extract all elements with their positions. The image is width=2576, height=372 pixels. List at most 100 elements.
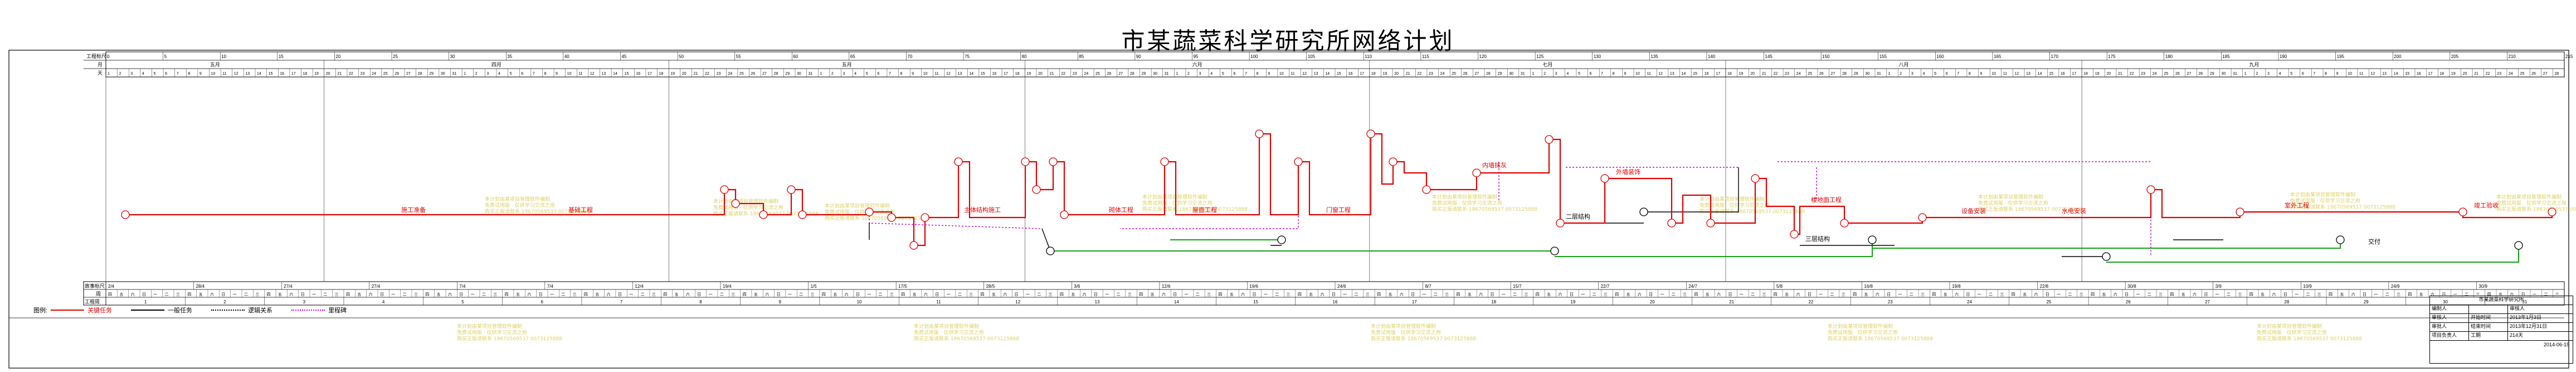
day-number: 27 [406,72,411,76]
week-day-char: 日 [221,292,225,297]
week-day-char: 四 [981,292,985,297]
week-day-char: 二 [1830,293,1834,297]
event-node [887,213,896,222]
legend-critical-label: 关键任务 [87,307,113,314]
week-day-char: 五 [1706,292,1710,297]
info-val1-4: 工期 [2469,332,2508,340]
week-day-char: 日 [2046,292,2049,297]
week-day-char: 日 [459,292,463,297]
legend-normal-swatch [131,310,165,311]
day-number: 26 [751,72,756,76]
day-number: 9 [1624,72,1626,76]
week-day-char: 五 [913,292,917,297]
event-node [798,210,807,219]
day-number: 24 [728,72,732,76]
week-day-char: 四 [2329,292,2332,297]
week-day-char: 三 [969,292,973,297]
day-number: 17 [2072,72,2076,76]
task-label-2: 基础工程 [568,206,593,214]
day-number: 19 [314,72,319,76]
bottom-date: 19/8 [1952,284,1961,289]
week-day-char: 五 [1626,292,1630,297]
day-number: 9 [1268,72,1270,76]
week-day-char: 二 [641,293,645,297]
bottom-date: 22/8 [2040,284,2049,289]
task-label-9: 楼地面工程 [1811,196,1842,204]
day-number: 14 [613,72,617,76]
week-day-char: 三 [890,292,894,297]
event-node [720,185,729,194]
week-day-char: 六 [1955,292,1959,297]
month-label: 五月 [210,62,220,67]
day-number: 24 [2509,72,2513,76]
week-day-char: 一 [2136,293,2140,297]
event-node [1049,157,1058,166]
day-number: 7 [177,72,179,76]
day-number: 16 [2061,72,2065,76]
week-day-char: 三 [2238,292,2242,297]
day-number: 12 [590,72,595,76]
week-day-char: 五 [119,292,123,297]
legend-label: 图例: [33,307,48,314]
day-number: 21 [2118,72,2122,76]
watermark-line: 免费试用版 · 仅供学习交流之用 [1978,200,2048,206]
watermark-line: 购买正版请联系 18670569537 0073125888 [485,208,590,215]
week-day-char: 日 [935,292,939,297]
day-number: 13 [602,72,606,76]
event-node [2548,207,2556,216]
week-day-char: 日 [2363,292,2366,297]
event-node [1021,157,1030,166]
week-number: 23 [1888,299,1893,305]
week-day-char: 一 [391,293,395,297]
logic-path-2 [1120,192,1299,229]
watermark-line: 购买正版请联系 18670569537 0073125888 [457,335,562,342]
week-day-char: 四 [1219,292,1223,297]
scale-tick-label: 170 [2051,54,2059,59]
week-day-char: 二 [482,293,486,297]
day-number: 28 [774,72,778,76]
watermark-line: 本计划由某项目管理软件编制 [2257,323,2322,330]
week-day-char: 四 [743,292,747,297]
week-day-char: 五 [1468,292,1472,297]
watermark-line: 本计划由某项目管理软件编制 [1978,194,2043,200]
task-label-5: 屋面工程 [1192,206,1217,214]
day-number: 18 [2083,72,2088,76]
day-number: 23 [1785,72,1789,76]
week-day-char: 四 [1298,292,1302,297]
critical-path [125,133,2553,247]
week-day-char: 五 [437,292,441,297]
day-number: 11 [222,72,226,76]
bottom-date: 19/4 [723,284,732,289]
scale-tick-label: 195 [2337,54,2345,59]
week-day-char: 二 [2227,293,2231,297]
week-day-char: 日 [1253,292,1257,297]
day-number: 13 [2026,72,2030,76]
week-day-char: 一 [2215,293,2219,297]
day-number: 28 [1130,72,1134,76]
week-number: 18 [1491,299,1496,305]
scale-tick-label: 205 [2451,54,2459,59]
day-number: 2 [475,72,478,76]
week-day-char: 一 [1502,293,1506,297]
day-number: 9 [199,72,202,76]
week-day-char: 四 [2012,292,2015,297]
day-number: 24 [372,72,376,76]
day-number: 24 [1084,72,1088,76]
task-label-7: 内墙抹灰 [1482,161,1507,169]
event-node [2146,185,2155,194]
week-day-char: 二 [561,293,565,297]
week-day-char: 二 [403,293,407,297]
day-number: 6 [1233,72,1235,76]
day-number: 5 [2290,72,2292,76]
day-number: 1 [108,72,110,76]
scale-tick-label: 145 [1765,54,1773,59]
day-number: 6 [2302,72,2304,76]
day-number: 20 [326,72,330,76]
week-day-char: 五 [199,292,203,297]
bottom-date: 8/7 [1425,284,1432,289]
week-day-char: 二 [1592,293,1596,297]
week-day-char: 六 [1558,292,1562,297]
